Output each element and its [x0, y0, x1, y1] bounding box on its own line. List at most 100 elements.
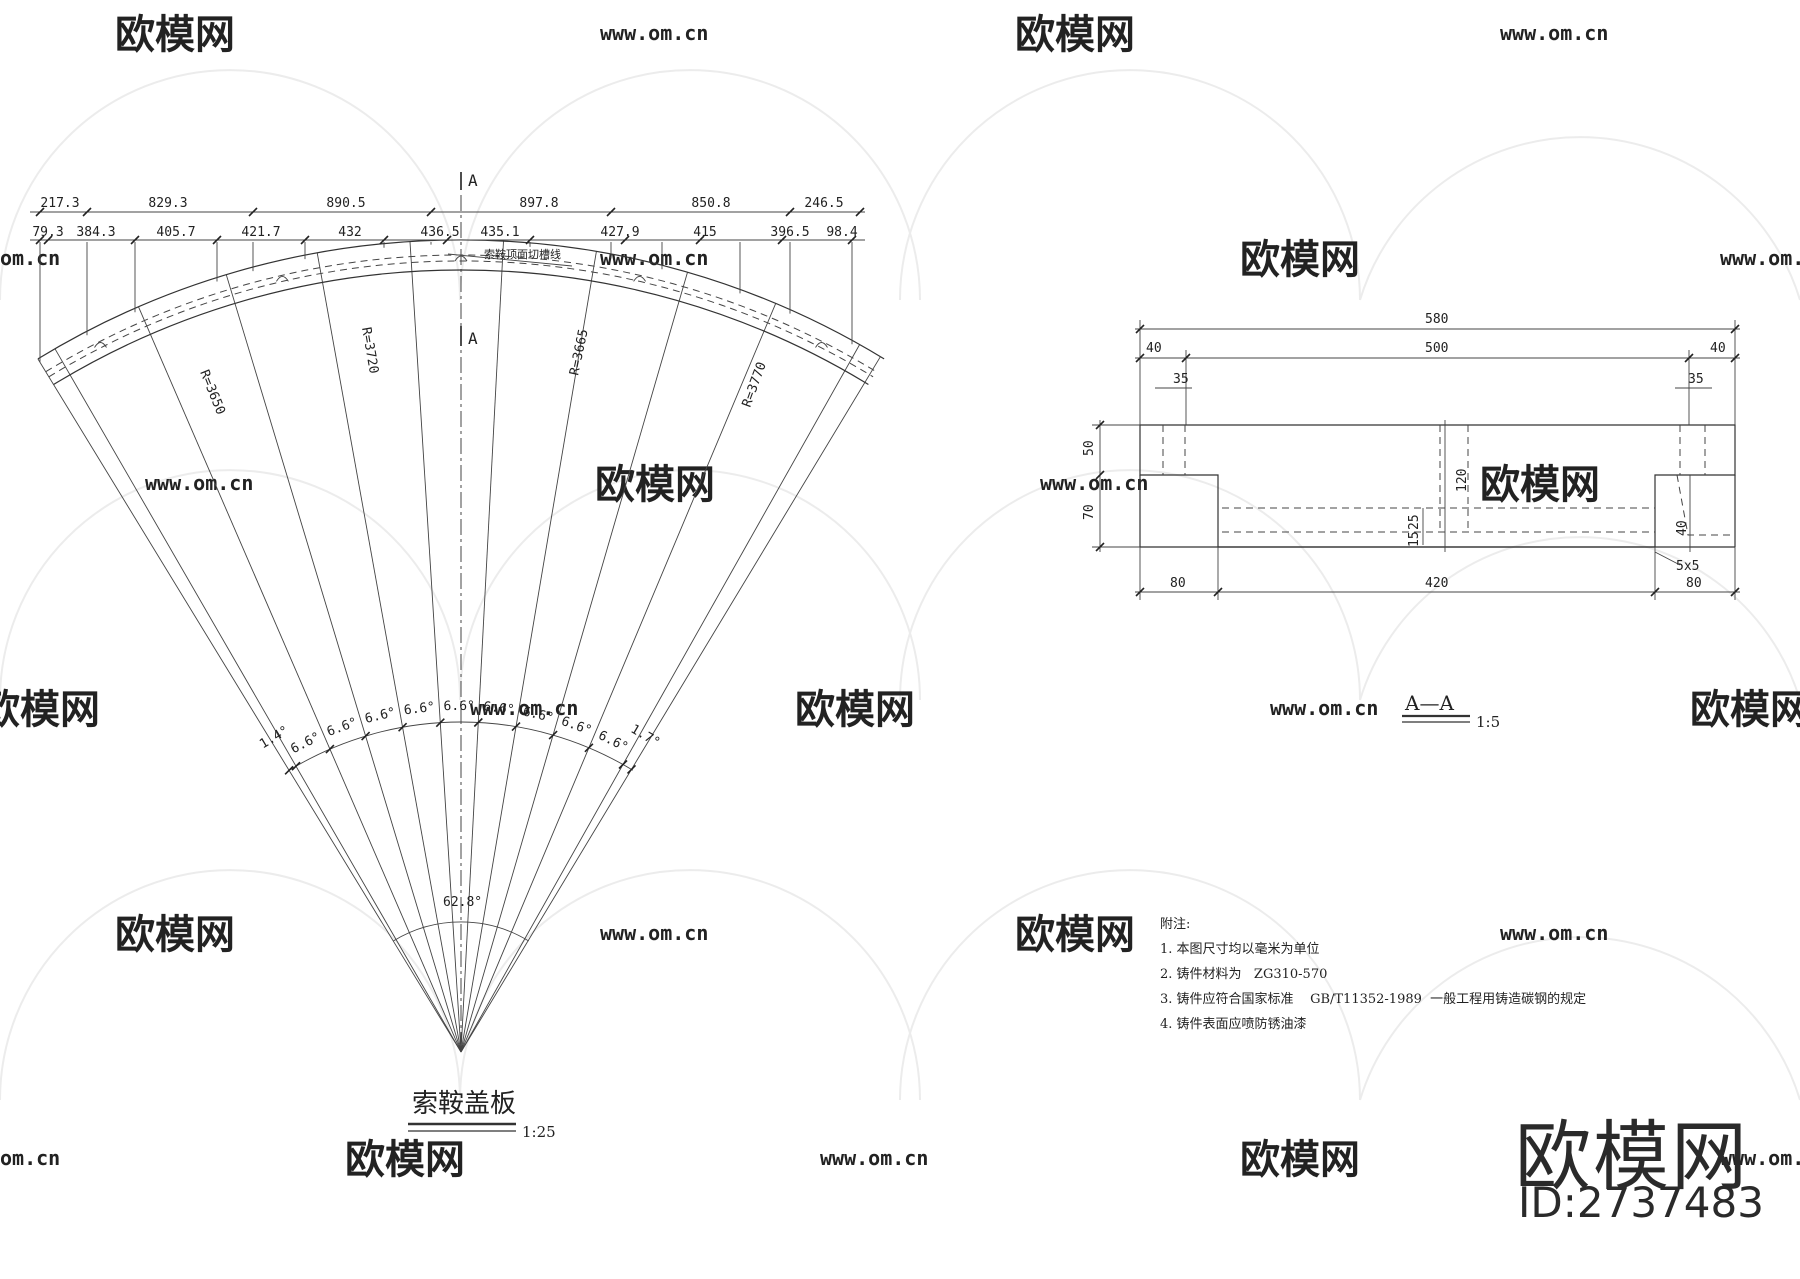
watermark-brand: 欧模网	[115, 912, 235, 958]
section-dimension-lines	[1092, 320, 1740, 600]
angle-tick	[325, 744, 335, 754]
fan-ray	[460, 356, 881, 1053]
watermark-site: www.om.cn	[1500, 21, 1608, 45]
top-dim-label: 897.8	[519, 196, 558, 211]
sub-dim-label: 405.7	[156, 225, 195, 240]
watermark-site: www.om.cn	[1500, 921, 1608, 945]
angle-label: 6.6°	[363, 705, 397, 727]
dim-chamfer: 5x5	[1676, 559, 1699, 574]
watermark-brand: 欧模网	[1690, 687, 1800, 733]
notes-block: 附注: 1. 本图尺寸均以毫米为单位 2. 铸件材料为 ZG310-570 3.…	[1160, 912, 1586, 1037]
sub-dim-tick	[777, 235, 787, 245]
top-dim-tick	[82, 207, 92, 217]
sub-dim-label: 384.3	[76, 225, 115, 240]
watermark-arcs	[0, 69, 1800, 1101]
watermark-site: www.om.cn	[470, 696, 578, 720]
top-dim-tick	[426, 207, 436, 217]
sub-dim-tick	[442, 235, 452, 245]
fan-ray	[460, 272, 688, 1053]
watermark-brand: 欧模网	[1240, 237, 1360, 283]
section-outline	[1139, 424, 1736, 548]
watermark-brand: 欧模网	[795, 687, 915, 733]
watermark-brand: 欧模网	[1480, 462, 1600, 508]
sub-dim-tick	[35, 235, 45, 245]
sub-dim-tick	[212, 235, 222, 245]
radius-label-2: R=3720	[358, 326, 381, 375]
angle-label: 6.6°	[521, 704, 555, 726]
note-item-2: 2. 铸件材料为 ZG310-570	[1160, 967, 1328, 982]
watermark-brand: 欧模网	[1015, 12, 1135, 58]
sub-dim-label: 79.3	[32, 225, 63, 240]
dim-inner-120: 120	[1455, 469, 1470, 492]
section-view: 580 40 500 40 35 35 50 70 120 25 15 40 5…	[1082, 312, 1740, 731]
top-dim-label: 850.8	[691, 196, 730, 211]
top-dim-label: 890.5	[326, 196, 365, 211]
watermark-brand: 欧模网	[595, 462, 715, 508]
note-item-1: 1. 本图尺寸均以毫米为单位	[1160, 942, 1320, 957]
plate-bump-mark	[815, 342, 828, 348]
plan-title: 索鞍盖板	[412, 1089, 516, 1119]
fan-ray	[37, 358, 462, 1053]
radius-label-1: R=3650	[196, 368, 228, 417]
dim-bottom-80-left: 80	[1170, 576, 1186, 591]
fan-ray	[138, 306, 462, 1053]
note-item-3: 3. 铸件应符合国家标准 GB/T11352-1989 一般工程用铸造碳钢的规定	[1160, 992, 1587, 1007]
sub-dim-label: 396.5	[770, 225, 809, 240]
angle-tick	[584, 743, 594, 753]
plate-bump-mark	[94, 342, 107, 348]
sub-dim-label: 427.9	[600, 225, 639, 240]
sub-dim-label: 432	[338, 225, 361, 240]
sub-dim-tick	[300, 235, 310, 245]
section-title: A—A	[1404, 691, 1454, 715]
angle-tick	[284, 765, 294, 775]
brand-id: ID:2737483	[1518, 1178, 1764, 1227]
watermark-layer: 欧模网欧模网欧模网欧模网欧模网欧模网欧模网欧模网欧模网欧模网欧模网欧模网www.…	[0, 12, 1800, 1183]
fan-ray	[460, 251, 597, 1053]
watermark-site: www.om.cn	[600, 246, 708, 270]
top-dim-tick	[35, 207, 45, 217]
watermark-site: www.om.cn	[600, 921, 708, 945]
top-dim-tick	[855, 207, 865, 217]
section-cut-label-top: A	[468, 171, 478, 190]
watermark-brand: 欧模网	[345, 1137, 465, 1183]
angle-label: 6.6°	[482, 699, 515, 717]
angle-tick	[361, 731, 371, 741]
angle-tick	[618, 759, 628, 770]
sub-dim-tick	[43, 235, 53, 245]
total-angle-arc	[393, 921, 529, 942]
dim-groove-25: 25	[1407, 514, 1422, 530]
sub-dim-tick	[525, 235, 535, 245]
dim-hole-right-35: 35	[1688, 372, 1704, 387]
watermark-site: www.om.cn	[1720, 246, 1800, 270]
sub-dim-label: 421.7	[241, 225, 280, 240]
watermark-brand: 欧模网	[115, 12, 235, 58]
top-dim-label: 829.3	[148, 196, 187, 211]
sub-dim-label: 436.5	[420, 225, 459, 240]
watermark-site: www.om.cn	[1040, 471, 1148, 495]
angle-labels: 1.4°6.6°6.6°6.6°6.6°6.6°6.6°6.6°6.6°6.6°…	[257, 699, 662, 757]
radius-label-4: R=3770	[740, 360, 770, 409]
radius-label-3: R=3665	[567, 328, 591, 377]
section-scale: 1:5	[1476, 713, 1500, 731]
fan-rays	[37, 241, 881, 1053]
sub-dim-label: 435.1	[480, 225, 519, 240]
watermark-site: www.om.cn	[145, 471, 253, 495]
top-dim-tick	[785, 207, 795, 217]
sub-dim-tick	[695, 235, 705, 245]
sub-dim-tick	[130, 235, 140, 245]
section-cut-label-bottom: A	[468, 329, 478, 348]
angle-label: 1.4°	[257, 723, 292, 752]
sub-dim-tick	[379, 235, 389, 245]
watermark-site: www.om.cn	[1270, 696, 1378, 720]
watermark-site: www.om.cn	[1720, 1146, 1800, 1170]
angle-tick	[626, 764, 637, 774]
watermark-brand: 欧模网	[1240, 1137, 1360, 1183]
dim-left-40: 40	[1146, 341, 1162, 356]
plate-bump-mark	[633, 275, 646, 282]
dim-groove-15: 15	[1407, 531, 1422, 547]
sub-dim-tick	[620, 235, 630, 245]
angle-label: 6.6°	[559, 714, 594, 739]
